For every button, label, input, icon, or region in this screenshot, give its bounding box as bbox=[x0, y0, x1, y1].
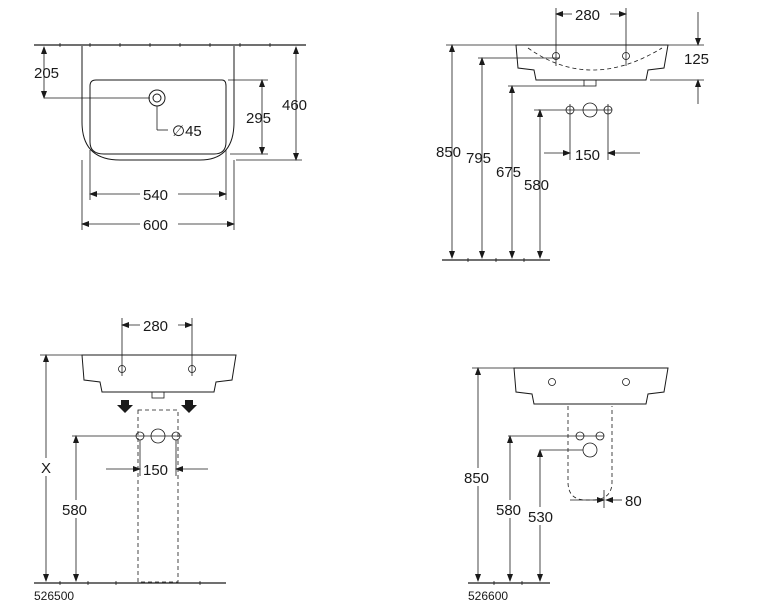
dim-600-label: 600 bbox=[143, 217, 168, 234]
semi-dim-850-label: 850 bbox=[464, 470, 489, 487]
side-bowl-dashed bbox=[527, 47, 663, 71]
dim-850-label: 850 bbox=[436, 144, 461, 161]
semi-dim-850-label-bg bbox=[462, 468, 494, 486]
dim-205-label: 205 bbox=[34, 65, 59, 82]
dim-150-label: 150 bbox=[575, 147, 600, 164]
bowl-outline bbox=[89, 79, 227, 155]
pedestal-view: 280 150 X 580 526500 bbox=[34, 315, 237, 603]
ped-dim-580-label-bg bbox=[60, 500, 92, 518]
tap-hole-inner bbox=[152, 93, 162, 103]
semi-basin-outline bbox=[513, 367, 669, 405]
dim-460-label: 460 bbox=[282, 97, 307, 114]
dim-580-label: 580 bbox=[524, 177, 549, 194]
semipedestal-view: 80 850 580 530 526600 bbox=[462, 367, 669, 603]
ped-dim-280-label-bg bbox=[140, 315, 178, 333]
pedestal-column bbox=[137, 409, 179, 583]
semi-dim-580-label: 580 bbox=[496, 502, 521, 519]
pedestal-basin-outline bbox=[81, 354, 237, 393]
dim-295-label: 295 bbox=[246, 110, 271, 127]
pedestal-drain bbox=[151, 391, 165, 399]
down-arrow-left-icon bbox=[117, 400, 133, 413]
wall-hatching bbox=[59, 43, 271, 47]
ped-dim-580-label: 580 bbox=[62, 502, 87, 519]
semi-hole-right bbox=[622, 378, 630, 386]
side-basin-outline bbox=[515, 44, 669, 81]
dim-675-label: 675 bbox=[496, 164, 521, 181]
ped-floor-hatching bbox=[59, 581, 201, 585]
waste-outlet bbox=[582, 102, 598, 118]
semi-dim-80-label: 80 bbox=[625, 493, 642, 510]
ped-hole-left bbox=[118, 365, 126, 373]
semi-floor-hatching bbox=[493, 581, 523, 585]
semi-hole-left bbox=[548, 378, 556, 386]
dim-280-label-bg bbox=[572, 4, 610, 22]
ped-dim-280-label: 280 bbox=[143, 318, 168, 335]
tap-hole-diameter-label: ∅45 bbox=[172, 123, 202, 140]
dim-540-label: 540 bbox=[143, 187, 168, 204]
side-view: 280 125 150 850 795 675 580 bbox=[436, 4, 709, 262]
semi-product-code: 526600 bbox=[468, 589, 508, 603]
semi-dim-530-label: 530 bbox=[528, 509, 553, 526]
semi-dim-580-label-bg bbox=[494, 500, 526, 518]
ped-product-code: 526500 bbox=[34, 589, 74, 603]
hole-left bbox=[552, 52, 560, 60]
basin-outline bbox=[81, 46, 235, 161]
side-floor-hatching bbox=[467, 258, 525, 262]
semi-dim-530-label-bg bbox=[526, 507, 558, 525]
down-arrow-right-icon bbox=[181, 400, 197, 413]
dim-280-label: 280 bbox=[575, 7, 600, 24]
semi-supply-right bbox=[595, 431, 605, 441]
tap-hole bbox=[148, 89, 166, 107]
ped-dim-x-label: X bbox=[41, 460, 51, 477]
semi-pedestal-shroud bbox=[567, 406, 613, 501]
top-view: ∅45 205 295 460 540 600 bbox=[34, 43, 307, 234]
dim-540-label-bg bbox=[140, 184, 178, 202]
ped-dim-150-label: 150 bbox=[143, 462, 168, 479]
semi-waste-outlet bbox=[582, 442, 598, 458]
dim-600-label-bg bbox=[140, 214, 178, 232]
dim-795-label: 795 bbox=[466, 150, 491, 167]
ped-waste-outlet bbox=[150, 428, 166, 444]
ped-hole-right bbox=[188, 365, 196, 373]
hole-right bbox=[622, 52, 630, 60]
ped-dim-x-label-bg bbox=[38, 458, 54, 476]
dim-125-label: 125 bbox=[684, 51, 709, 68]
semi-supply-left bbox=[575, 431, 585, 441]
side-drain bbox=[583, 79, 597, 87]
